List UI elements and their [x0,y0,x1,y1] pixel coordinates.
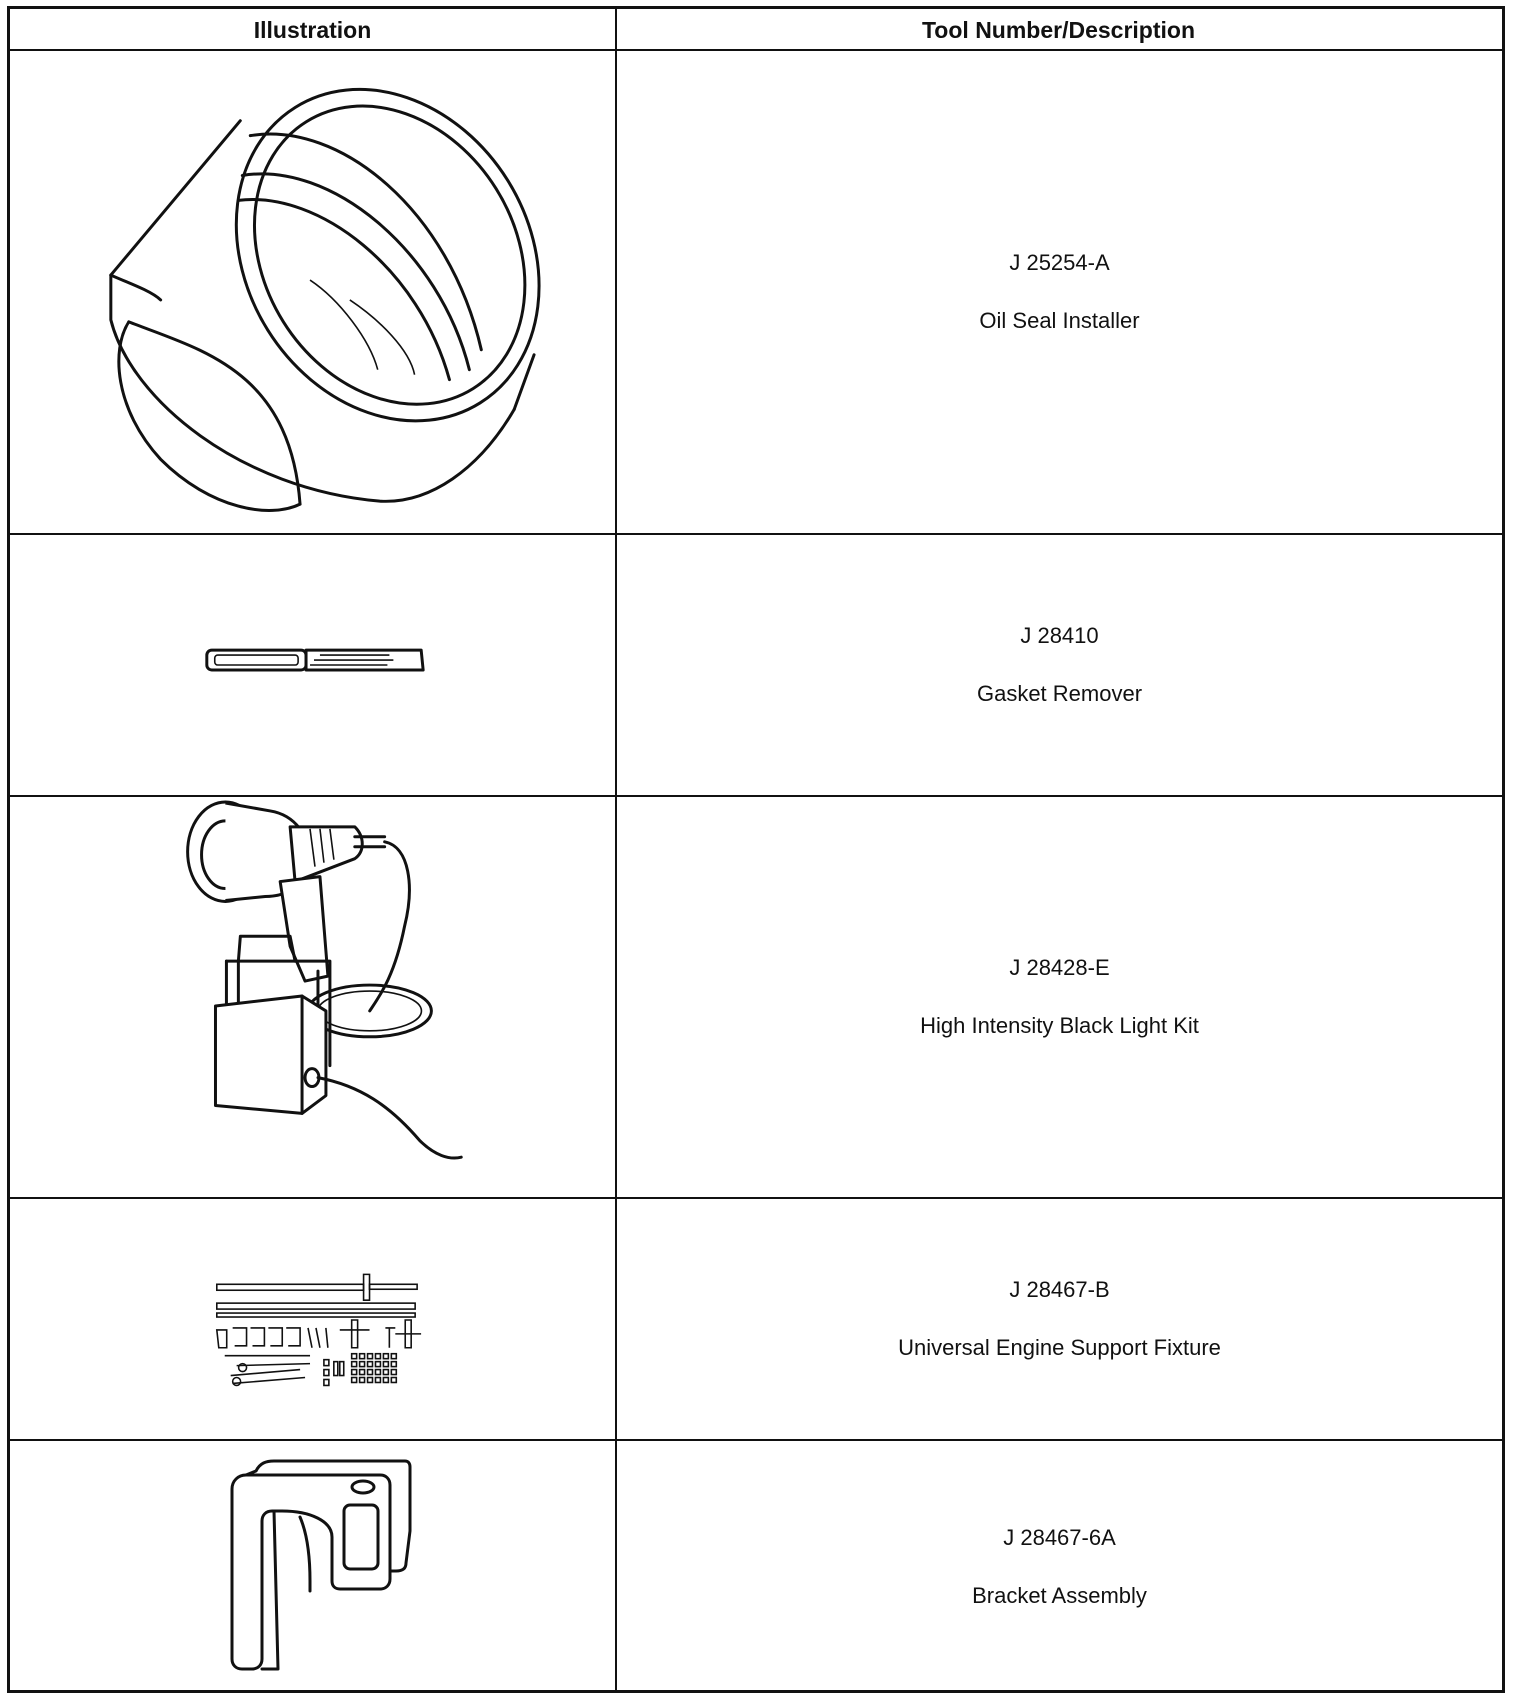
engine-support-fixture-illustration [10,1199,615,1439]
tool-description-cell: J 28467-B Universal Engine Support Fixtu… [617,1199,1502,1439]
oil-seal-installer-illustration [10,51,615,533]
tool-description: Oil Seal Installer [979,308,1140,333]
table-row: J 28410 Gasket Remover [10,535,1502,797]
special-tools-table: Illustration Tool Number/Description [7,6,1505,1693]
column-divider [615,9,617,1690]
tool-number: J 28428-E [1009,955,1110,980]
header-tool-description: Tool Number/Description [921,17,1196,43]
black-light-kit-illustration [10,797,615,1197]
tool-number: J 28410 [1020,623,1099,648]
gasket-remover-illustration [10,535,615,795]
table-row: J 28467-B Universal Engine Support Fixtu… [10,1199,1502,1441]
table-header: Illustration Tool Number/Description [10,9,1502,51]
tool-description-cell: J 25254-A Oil Seal Installer [617,51,1502,533]
tool-number: J 28467-B [1009,1277,1110,1302]
tool-description: Bracket Assembly [972,1583,1147,1608]
tool-description: Universal Engine Support Fixture [898,1335,1221,1360]
tool-description: Gasket Remover [976,681,1143,706]
table-row: J 25254-A Oil Seal Installer [10,51,1502,535]
tool-description-cell: J 28428-E High Intensity Black Light Kit [617,797,1502,1197]
table-row: J 28467-6A Bracket Assembly [10,1441,1502,1693]
tool-number: J 28467-6A [1003,1525,1116,1550]
tool-description-cell: J 28410 Gasket Remover [617,535,1502,795]
header-illustration: Illustration [253,17,372,43]
tool-number: J 25254-A [1009,250,1110,275]
bracket-assembly-illustration [10,1441,615,1693]
tool-description-cell: J 28467-6A Bracket Assembly [617,1441,1502,1693]
tool-description: High Intensity Black Light Kit [920,1013,1199,1038]
table-row: J 28428-E High Intensity Black Light Kit [10,797,1502,1199]
